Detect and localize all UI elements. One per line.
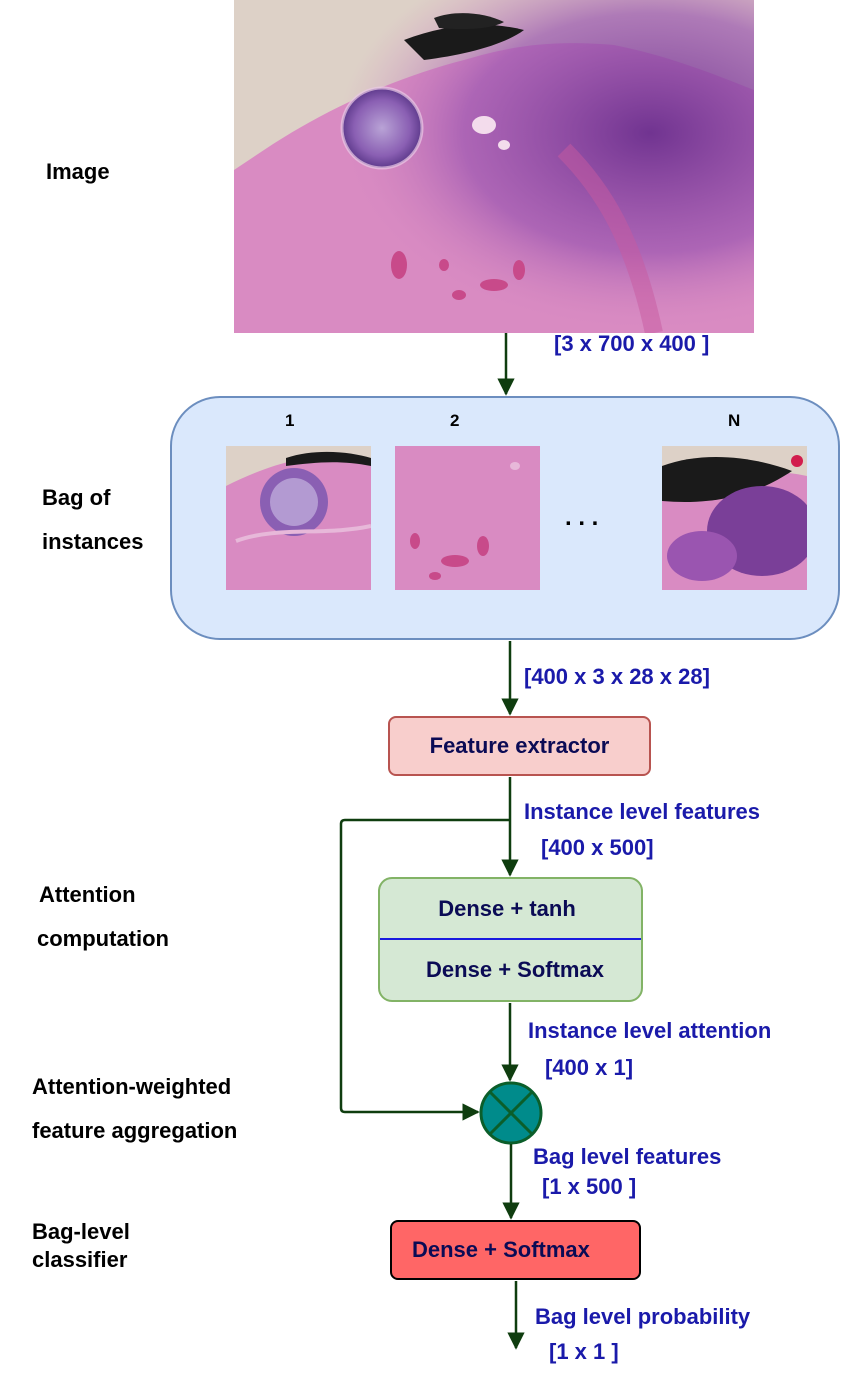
instance-features-dim: [400 x 500] <box>541 835 654 860</box>
multiply-circle-icon <box>479 1081 543 1145</box>
dense-softmax-label: Dense + Softmax <box>426 957 604 982</box>
instance-ellipsis: . . . <box>565 504 599 531</box>
classifier-box: Dense + Softmax <box>390 1220 641 1280</box>
label-bag-line2: instances <box>42 529 144 554</box>
instance-features-label: Instance level features <box>524 799 761 824</box>
instance-number-2: 2 <box>450 411 460 430</box>
label-classifier-line1: Bag-level <box>32 1219 130 1244</box>
instance-tile-n <box>662 446 807 590</box>
label-attention-line2: computation <box>37 926 169 951</box>
label-aggregation-line2: feature aggregation <box>32 1118 238 1143</box>
label-aggregation-line1: Attention-weighted <box>32 1074 232 1099</box>
histology-image <box>234 0 754 335</box>
dense-tanh-label: Dense + tanh <box>438 895 576 921</box>
label-classifier-line2: classifier <box>32 1247 128 1272</box>
instance-attention-label: Instance level attention <box>528 1018 772 1043</box>
dim-bag: [400 x 3 x 28 x 28] <box>524 664 710 689</box>
dim-image: [3 x 700 x 400 ] <box>554 331 710 356</box>
instance-tile-2 <box>395 446 540 590</box>
label-image: Image <box>46 159 110 184</box>
histology-image-graphic <box>234 0 754 335</box>
attention-divider <box>380 938 641 940</box>
feature-extractor-box: Feature extractor <box>388 716 651 776</box>
instance-number-n: N <box>728 411 741 430</box>
bag-probability-label: Bag level probability <box>535 1304 751 1329</box>
bag-probability-dim: [1 x 1 ] <box>549 1339 619 1364</box>
instance-number-1: 1 <box>285 411 295 430</box>
instance-tile-1 <box>226 446 371 590</box>
label-bag-line1: Bag of <box>42 485 111 510</box>
instance-attention-dim: [400 x 1] <box>545 1055 634 1080</box>
bag-features-label: Bag level features <box>533 1144 722 1169</box>
label-attention-line1: Attention <box>39 882 136 907</box>
bag-features-dim: [1 x 500 ] <box>542 1174 637 1199</box>
